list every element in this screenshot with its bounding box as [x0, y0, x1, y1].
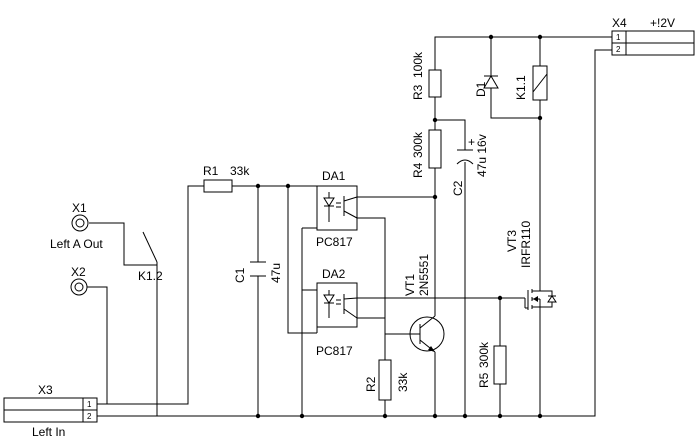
c2-value: 47u 16v	[475, 134, 489, 177]
c2-ref: C2	[451, 180, 465, 196]
da1-part: PC817	[316, 235, 353, 249]
r2-value: 33k	[396, 372, 410, 392]
resistor-r2: R2 33k	[364, 359, 410, 401]
r1-value: 33k	[230, 164, 250, 178]
resistor-r5: R5 300k	[477, 341, 507, 388]
x3-pin2: 2	[87, 412, 92, 421]
connector-x2: X2	[70, 265, 88, 296]
vt1-ref: VT1	[403, 274, 417, 296]
transistor-vt3: VT3 IRFR110	[505, 221, 557, 314]
da2-part: PC817	[316, 344, 353, 358]
optocoupler-da1: DA1 PC817	[316, 169, 358, 249]
optocoupler-da2: DA2 PC817	[316, 267, 358, 358]
connector-x1: X1 Left A Out	[50, 201, 103, 251]
d1-ref: D1	[474, 81, 488, 97]
transistor-vt1: VT1 2N5551	[403, 254, 445, 353]
wires	[87, 36, 612, 417]
connector-x3: 1 2 X3 Left In	[3, 383, 98, 439]
x4-ref: X4	[612, 16, 627, 30]
vt1-part: 2N5551	[417, 254, 431, 296]
x4-pin2: 2	[616, 45, 621, 54]
r4-ref: R4	[411, 162, 425, 178]
x4-pin1: 1	[616, 33, 621, 42]
junctions	[255, 34, 543, 419]
k12-ref: K1.2	[138, 269, 163, 283]
da1-ref: DA1	[322, 169, 346, 183]
da2-ref: DA2	[322, 267, 346, 281]
x3-pin1: 1	[87, 400, 92, 409]
relay-coil-k11: K1.1	[514, 65, 548, 101]
diode-d1: D1	[474, 64, 499, 100]
relay-contact-k12: K1.2	[120, 223, 163, 283]
resistor-r1: R1 33k	[203, 164, 250, 193]
r1-ref: R1	[203, 164, 219, 178]
x1-ref: X1	[72, 201, 87, 215]
r5-value: 300k	[477, 341, 491, 368]
x3-name: Left In	[32, 425, 65, 439]
r2-ref: R2	[364, 376, 378, 392]
x1-name: Left A Out	[50, 237, 103, 251]
vt3-part: IRFR110	[519, 221, 533, 268]
x3-ref: X3	[38, 383, 53, 397]
capacitor-c2: + C2 47u 16v	[451, 134, 489, 196]
r3-value: 100k	[411, 51, 425, 78]
r4-value: 300k	[411, 131, 425, 158]
capacitor-c1: C1 47u	[233, 261, 283, 283]
resistor-r3: R3 100k	[411, 51, 442, 100]
resistor-r4: R4 300k	[411, 129, 442, 178]
c2-polarity: +	[468, 135, 475, 149]
r5-ref: R5	[477, 372, 491, 388]
k11-ref: K1.1	[514, 75, 528, 100]
r3-ref: R3	[411, 84, 425, 100]
vt3-ref: VT3	[505, 230, 519, 252]
x2-ref: X2	[71, 265, 86, 279]
c1-ref: C1	[233, 267, 247, 283]
connector-x4: 1 2 X4 +!2V	[611, 16, 695, 56]
c1-value: 47u	[269, 263, 283, 283]
x4-name: +!2V	[650, 16, 675, 30]
